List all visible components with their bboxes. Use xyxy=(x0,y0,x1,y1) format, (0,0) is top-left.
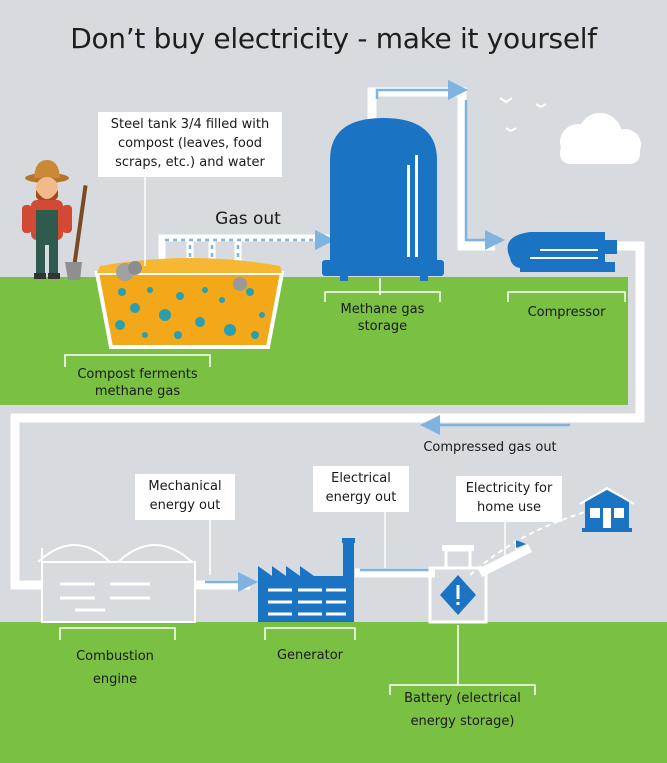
ground-bottom xyxy=(0,622,667,763)
mechanical-energy-label: Mechanical energy out xyxy=(135,474,235,520)
label-leaders xyxy=(59,172,626,695)
steel-tank-label: Steel tank 3/4 filled with compost (leav… xyxy=(98,112,282,177)
electricity-home-label: Electricity for home use xyxy=(456,476,562,522)
battery-icon xyxy=(428,545,488,624)
compressed-gas-label: Compressed gas out xyxy=(423,440,557,455)
gas-out-label: Gas out xyxy=(215,209,281,229)
gas-tank-icon xyxy=(322,118,444,281)
generator-label: Generator xyxy=(276,648,343,663)
house-icon xyxy=(579,486,635,532)
generator-factory-icon xyxy=(258,538,355,622)
compost-ferments-label: Compost ferments methane gas xyxy=(77,367,198,399)
battery-label: Battery (electrical energy storage) xyxy=(404,691,521,729)
cloud-icon xyxy=(560,113,641,164)
compressor-icon xyxy=(507,232,617,272)
page-title: Don’t buy electricity - make it yourself xyxy=(70,22,597,55)
farmer-icon xyxy=(22,160,72,279)
combustion-engine-icon xyxy=(37,544,196,623)
steel-tank-icon xyxy=(94,258,285,349)
combustion-engine-label: Combustion engine xyxy=(76,649,154,687)
flag-marker xyxy=(515,540,526,558)
electrical-energy-label: Electrical energy out xyxy=(313,466,409,512)
compressor-label: Compressor xyxy=(527,305,606,320)
bird-icon xyxy=(499,97,547,133)
methane-storage-label: Methane gas storage xyxy=(340,302,425,334)
shovel-icon xyxy=(65,185,88,280)
